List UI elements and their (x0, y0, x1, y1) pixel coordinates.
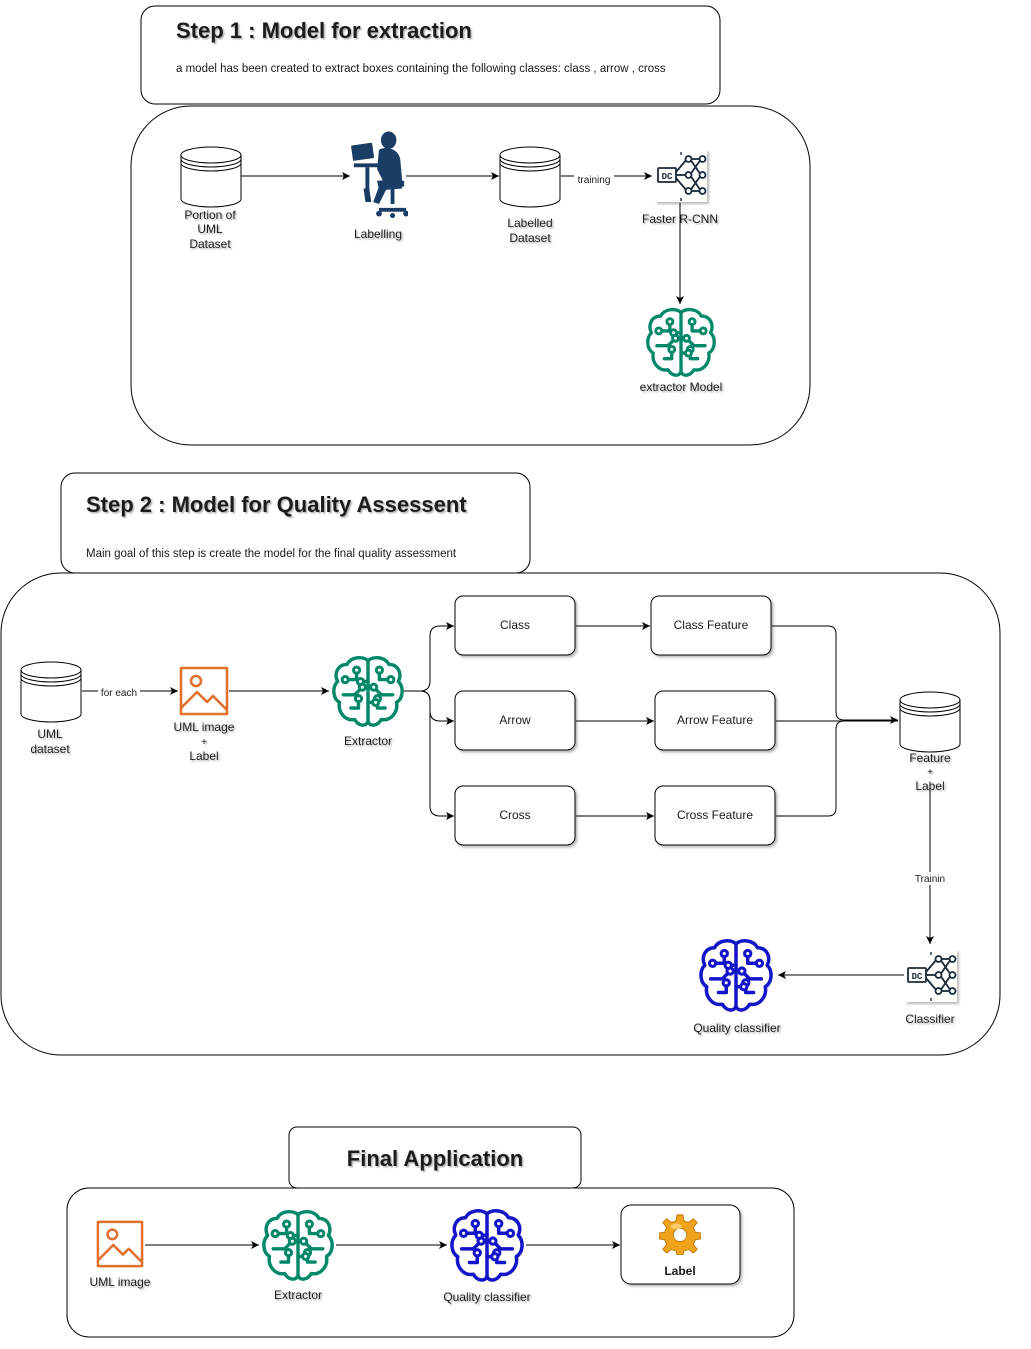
extractor-label: Extractor (344, 734, 392, 748)
final-extractor-label: Extractor (274, 1288, 322, 1302)
uml-dataset-label-2: dataset (30, 742, 70, 756)
final-header-box (288, 1126, 582, 1189)
extractor-model-label: extractor Model (640, 380, 723, 394)
class-feature-label: Class Feature (674, 618, 749, 632)
feature-label-label-1: Feature (909, 751, 951, 765)
step2-subtitle: Main goal of this step is create the mod… (86, 548, 457, 560)
edge-label-trainin: Trainin (915, 874, 945, 885)
uml-image-label-3: Label (189, 749, 218, 763)
class-box (454, 595, 576, 656)
neural-network-icon (655, 150, 707, 202)
uml-image-label-2: + (201, 737, 207, 748)
step1-subtitle: a model has been created to extract boxe… (176, 63, 666, 75)
uml-image-label-1: UML image (174, 720, 235, 734)
cross-box (454, 785, 576, 846)
class-label: Class (500, 618, 530, 632)
step2-header-box (60, 472, 531, 574)
gear-icon (659, 1214, 701, 1255)
edge-label-training: training (578, 175, 611, 186)
labelled-dataset-label-2: Dataset (509, 231, 551, 245)
neural-network-icon (905, 950, 957, 1002)
classifier-label: Classifier (905, 1012, 954, 1026)
faster-rcnn-label: Faster R-CNN (642, 212, 718, 226)
final-quality-classifier-label: Quality classifier (443, 1290, 530, 1304)
feature-label-label-2: + (927, 767, 933, 778)
feature-label-label-3: Label (915, 779, 944, 793)
labelled-dataset-label-1: Labelled (507, 216, 552, 230)
edge-extractor-to-cross (404, 690, 454, 820)
step1-header-box (140, 5, 721, 105)
final-uml-image-label: UML image (90, 1275, 151, 1289)
portion-dataset-label-1: Portion of (184, 208, 236, 222)
step1-title: Step 1 : Model for extraction (176, 18, 472, 43)
labelling-label: Labelling (354, 227, 402, 241)
arrow-box (454, 690, 576, 751)
edge-label-bg (574, 172, 614, 185)
step1-frame (130, 105, 811, 446)
edge-extractor-to-class (404, 622, 454, 692)
database-icon (180, 146, 242, 208)
edge-crossfeature-to-db (776, 720, 845, 817)
final-label-text: Label (664, 1264, 695, 1278)
arrow-label: Arrow (499, 713, 531, 727)
edge-label-for-each: for each (101, 688, 137, 699)
database-icon (20, 661, 82, 723)
database-icon (899, 691, 961, 753)
edge-classfeature-to-db (772, 625, 898, 724)
portion-dataset-label-3: Dataset (189, 237, 231, 251)
edge-label-bg (98, 685, 140, 698)
arrow-feature-label: Arrow Feature (677, 713, 753, 727)
cross-feature-box (654, 785, 776, 846)
cross-label: Cross (499, 808, 530, 822)
cross-feature-label: Cross Feature (677, 808, 753, 822)
arrow-feature-box (654, 690, 776, 751)
class-feature-box (650, 595, 772, 656)
portion-dataset-label-2: UML (197, 222, 223, 236)
step2-title: Step 2 : Model for Quality Assessent (86, 492, 467, 517)
final-title: Final Application (347, 1146, 523, 1171)
edge-label-bg (910, 872, 950, 885)
uml-dataset-label-1: UML (37, 727, 63, 741)
quality-classifier-label: Quality classifier (693, 1021, 780, 1035)
database-icon (499, 146, 561, 208)
